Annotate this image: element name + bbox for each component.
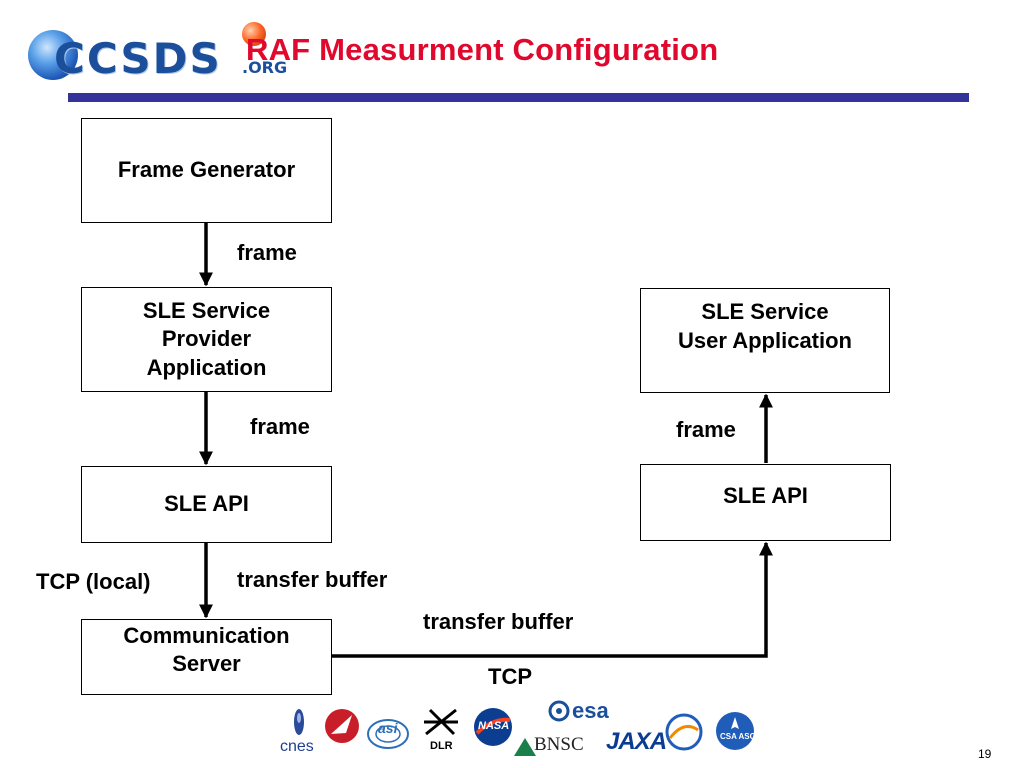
isro-icon bbox=[662, 710, 706, 754]
ccsds-logo: CCSDS .ORG bbox=[24, 22, 304, 92]
provider-label-line1: SLE Service bbox=[142, 298, 271, 324]
sle-api-right-box: SLE API bbox=[640, 464, 891, 541]
arrow-comm-server-to-remote-api bbox=[332, 541, 773, 658]
edge-label-transfer-buffer-2: transfer buffer bbox=[423, 609, 574, 634]
cnes-logo: cnes bbox=[280, 738, 314, 755]
user-application-box: SLE Service User Application bbox=[640, 288, 890, 393]
sle-api-right-label: SLE API bbox=[723, 483, 808, 509]
edge-label-frame-1: frame bbox=[237, 240, 297, 265]
csa-icon bbox=[714, 710, 756, 752]
dlr-logo: DLR bbox=[430, 740, 453, 752]
provider-application-box: SLE Service Provider Application bbox=[81, 287, 332, 392]
edge-label-transfer-buffer-1: transfer buffer bbox=[237, 567, 388, 592]
provider-label-line3: Application bbox=[146, 354, 267, 380]
slide-title: RAF Measurment Configuration bbox=[246, 32, 719, 67]
jaxa-logo: JAXA bbox=[606, 728, 667, 755]
csa-logo: CSA ASC bbox=[720, 732, 756, 741]
frame-generator-label: Frame Generator bbox=[117, 157, 296, 183]
asi-logo-icon bbox=[366, 714, 410, 754]
logo-text: CCSDS bbox=[54, 34, 222, 83]
edge-label-frame-2: frame bbox=[250, 414, 310, 439]
comm-label-line2: Server bbox=[172, 651, 241, 676]
edge-label-frame-3: frame bbox=[676, 417, 736, 442]
edge-label-tcp: TCP bbox=[488, 664, 532, 689]
globe-icon bbox=[28, 30, 78, 80]
title-rule bbox=[68, 93, 969, 102]
esa-icon bbox=[548, 700, 570, 722]
dlr-icon bbox=[420, 706, 462, 740]
esa-logo: esa bbox=[572, 698, 609, 723]
cnes-rocket-icon bbox=[284, 708, 314, 740]
comm-label-line1: Communication bbox=[123, 622, 290, 648]
communication-server-box: Communication Server bbox=[81, 619, 332, 695]
bnsc-logo: BNSC bbox=[534, 734, 584, 755]
bnsc-icon bbox=[514, 736, 536, 756]
asi-logo: asi bbox=[378, 720, 398, 736]
sle-api-left-box: SLE API bbox=[81, 466, 332, 543]
roscosmos-icon bbox=[322, 706, 362, 746]
logo-suffix: .ORG bbox=[242, 58, 288, 77]
frame-generator-box: Frame Generator bbox=[81, 118, 332, 223]
provider-label-line2: Provider bbox=[161, 326, 252, 352]
page-number: 19 bbox=[978, 747, 992, 761]
user-label-line1: SLE Service bbox=[701, 299, 829, 325]
agency-logos: cnes asi DLR NASA esa BNSC JAXA CSA ASC bbox=[278, 698, 758, 764]
edge-label-tcp-local: TCP (local) bbox=[36, 569, 151, 594]
user-label-line2: User Application bbox=[678, 327, 852, 353]
nasa-logo: NASA bbox=[478, 720, 510, 732]
nasa-meatball-icon bbox=[472, 706, 514, 748]
planet-icon bbox=[242, 22, 266, 46]
sle-api-left-label: SLE API bbox=[164, 491, 249, 517]
